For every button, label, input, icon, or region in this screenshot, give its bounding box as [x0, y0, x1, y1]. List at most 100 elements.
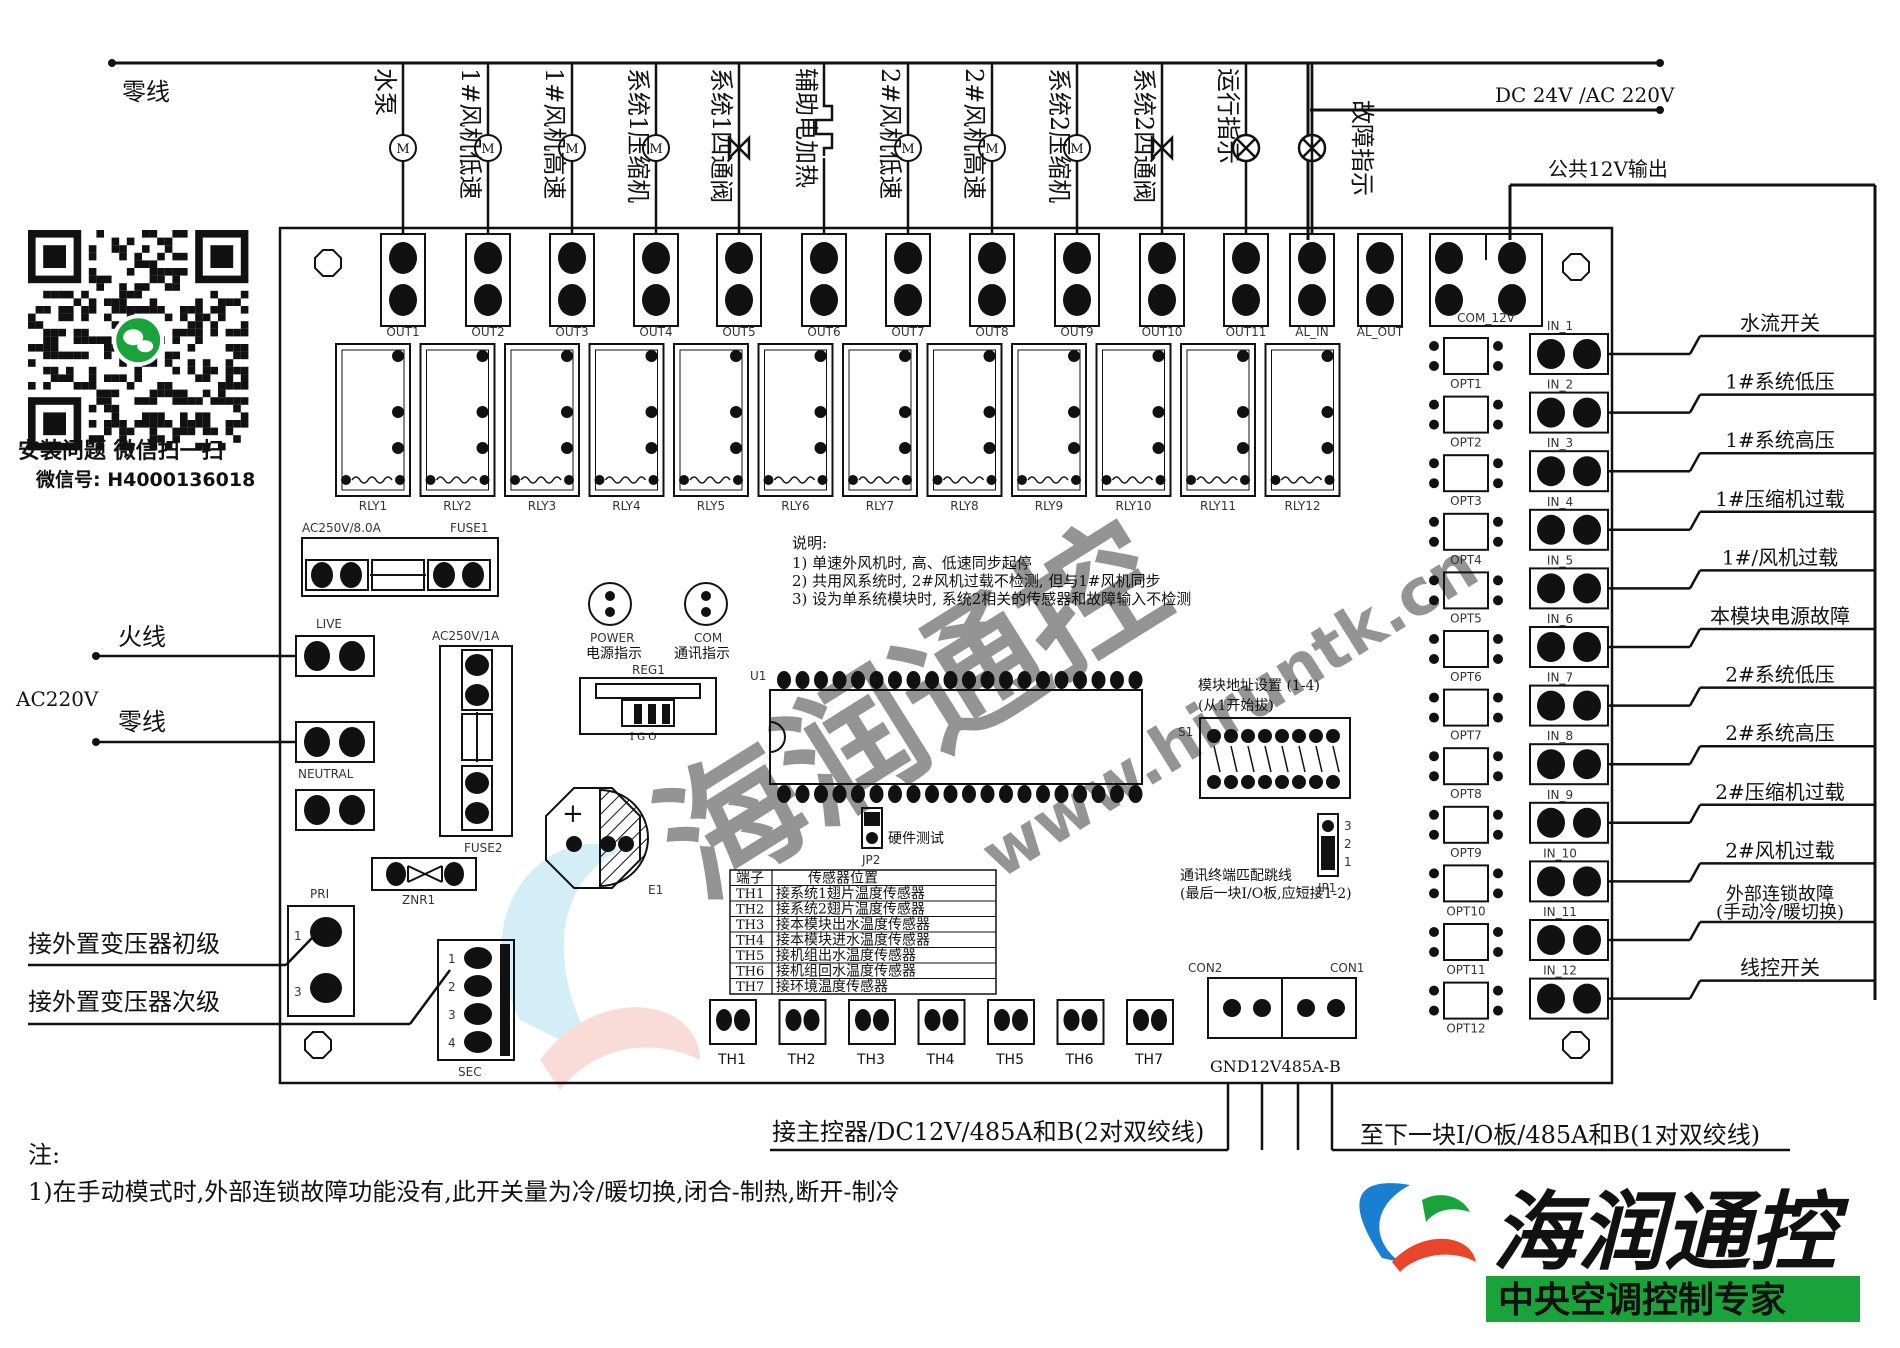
- relay-pin: [1237, 406, 1249, 418]
- relay-inner: [764, 349, 827, 491]
- qr-module: [233, 420, 241, 428]
- input-terminal-label: IN_10: [1543, 846, 1577, 860]
- qr-module: [119, 283, 127, 291]
- relay-pin: [1017, 475, 1027, 485]
- qr-module: [157, 420, 165, 428]
- qr-module: [111, 374, 120, 382]
- relay-coil-icon: [520, 476, 562, 484]
- qr-module: [225, 374, 234, 382]
- qr-module: [111, 389, 120, 398]
- sensor-terminal-label: TH5: [995, 1052, 1024, 1068]
- qr-module: [225, 420, 234, 428]
- regulator-reg1: REG1 I G O: [579, 663, 717, 743]
- terminal-screw: [1573, 456, 1601, 487]
- wire-label-supply: DC 24V /AC 220V: [1495, 83, 1675, 107]
- qr-module: [172, 435, 180, 443]
- wechat-icon: [123, 329, 144, 346]
- relay-inner: [1271, 349, 1334, 491]
- qr-module: [218, 397, 226, 405]
- terminal-screw: [1232, 284, 1260, 316]
- terminal-screw: [994, 1009, 1010, 1031]
- switch-contact-icon: [1688, 804, 1702, 824]
- dip-pin: [1292, 729, 1306, 743]
- qr-module: [240, 397, 249, 405]
- qr-module: [202, 412, 211, 420]
- sensor-terminal-label: TH1: [717, 1052, 746, 1068]
- qr-module: [88, 252, 97, 261]
- load-label: 系统2四通阀: [1130, 68, 1158, 203]
- qr-module: [225, 298, 234, 306]
- relay-label: RLY1: [359, 499, 387, 513]
- qr-module: [149, 427, 158, 436]
- jp1-desc: 通讯终端匹配跳线: [1180, 868, 1292, 884]
- output-terminal-label: OUT1: [386, 325, 419, 339]
- qr-module: [233, 351, 241, 360]
- qr-module: [195, 313, 203, 322]
- qr-module: [225, 366, 234, 375]
- opto-body: [1443, 571, 1489, 610]
- wire-label-live: 火线: [118, 623, 166, 651]
- relay-inner: [679, 349, 743, 491]
- relay-pin: [1324, 475, 1335, 485]
- qr-module: [50, 336, 59, 344]
- qr-finder: [210, 245, 234, 268]
- bottom-note-line: 1)在手动模式时,外部连锁故障功能没有,此开关量为冷/暖切换,闭合-制热,断开-…: [28, 1178, 899, 1206]
- relay-body: [673, 343, 749, 497]
- opto-pin: [1493, 809, 1503, 820]
- input-terminal-label: IN_8: [1547, 729, 1573, 743]
- dip-lever: [1332, 745, 1340, 773]
- opto-pin: [1493, 888, 1503, 899]
- qr-module: [210, 328, 218, 337]
- com12v-label: COM_12V: [1457, 311, 1515, 325]
- ic-pin: [1073, 785, 1087, 803]
- fuse2-block: AC250V/1A FUSE2: [432, 629, 513, 855]
- jp1-pin: 1: [1344, 855, 1352, 869]
- opto-label: OPT3: [1450, 494, 1482, 508]
- relay-pin: [733, 475, 743, 485]
- qr-module: [225, 359, 234, 367]
- qr-module: [50, 344, 59, 352]
- qr-module: [28, 359, 36, 367]
- qr-module: [73, 328, 82, 337]
- ic-pin: [1073, 671, 1087, 689]
- terminal-screw: [1063, 284, 1091, 316]
- terminal-screw: [734, 1009, 750, 1031]
- opto-pin: [1429, 829, 1439, 840]
- qr-module: [149, 420, 158, 428]
- dip-pin: [1326, 729, 1340, 743]
- wechat-icon: [137, 340, 154, 353]
- valve-icon: [727, 134, 751, 162]
- brand-logo-red: [1392, 1238, 1476, 1272]
- sec-pin: 4: [448, 1036, 456, 1050]
- relay-pin: [510, 475, 520, 485]
- relay-label: RLY3: [528, 499, 556, 513]
- load-label: 1#风机高速: [540, 68, 568, 199]
- terminal-screw: [1012, 1009, 1028, 1031]
- qr-module: [172, 336, 180, 344]
- con-bus-label: GND12V485A-B: [1210, 1057, 1341, 1076]
- qr-module: [225, 382, 234, 390]
- qr-module: [96, 389, 104, 398]
- relay-pin: [1240, 475, 1250, 485]
- ic-pin: [1091, 785, 1106, 803]
- relay-pin: [1068, 406, 1080, 418]
- ic-pin: [814, 671, 828, 689]
- fuse1-rating: AC250V/8.0A: [302, 521, 382, 535]
- qr-module: [28, 382, 36, 390]
- table-header: 端子: [736, 871, 764, 887]
- qr-module: [202, 313, 211, 322]
- dip-pin: [1309, 775, 1323, 789]
- terminal-screw: [1537, 456, 1565, 487]
- ic-pin: [1110, 671, 1124, 689]
- opto-pin: [1493, 536, 1503, 547]
- qr-module: [88, 275, 97, 284]
- sec-pin: 1: [448, 952, 456, 966]
- terminal-screw: [725, 284, 753, 316]
- qr-module: [142, 260, 150, 268]
- opto-pin: [1429, 868, 1439, 879]
- opto-pin: [1429, 654, 1439, 664]
- load-label: 2#风机高速: [960, 68, 988, 199]
- terminal-screw: [855, 1009, 871, 1031]
- relay-pin: [648, 475, 659, 485]
